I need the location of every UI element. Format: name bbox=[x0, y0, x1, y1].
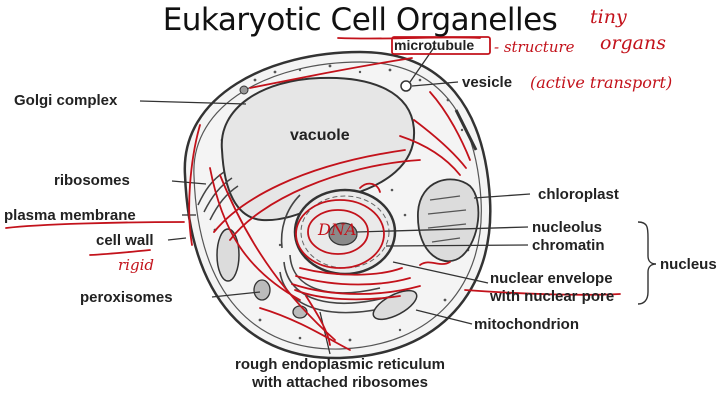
label-vesicle: vesicle bbox=[462, 74, 513, 91]
nucleus-bracket bbox=[637, 221, 657, 305]
note-dna: DNA bbox=[318, 220, 357, 239]
label-microtubule: microtubule bbox=[394, 37, 475, 53]
label-golgi-complex: Golgi complex bbox=[14, 92, 118, 109]
label-cell-wall: cell wall bbox=[96, 232, 154, 249]
vesicle-shape-2 bbox=[239, 85, 249, 95]
red-annotations bbox=[5, 36, 621, 351]
mitochondrion-left bbox=[216, 228, 240, 282]
note-rigid: rigid bbox=[118, 256, 154, 274]
label-chloroplast: chloroplast bbox=[538, 186, 619, 203]
chloroplast-thylakoids bbox=[427, 195, 467, 243]
note-organs: organs bbox=[600, 32, 666, 54]
label-chromatin: chromatin bbox=[532, 237, 605, 254]
label-peroxisomes: peroxisomes bbox=[80, 289, 173, 306]
chloroplast-shape bbox=[417, 178, 480, 262]
peroxisome-shape bbox=[253, 279, 271, 301]
label-nuclear-envelope-line1: nuclear envelope bbox=[490, 270, 613, 287]
nuclear-envelope-inner bbox=[300, 195, 390, 269]
label-rough-er-line2: with attached ribosomes bbox=[252, 374, 428, 391]
rough-er-shape bbox=[279, 194, 401, 314]
vesicle-shape bbox=[400, 80, 412, 92]
label-vacuole: vacuole bbox=[290, 127, 350, 144]
note-structure: - structure bbox=[494, 38, 575, 56]
label-mitochondrion: mitochondrion bbox=[474, 316, 579, 333]
microtubule-shape bbox=[454, 109, 478, 151]
nucleolus-shape bbox=[328, 222, 358, 246]
label-rough-er-line1: rough endoplasmic reticulum bbox=[234, 356, 446, 373]
label-plasma-membrane: plasma membrane bbox=[4, 207, 136, 224]
label-nucleolus: nucleolus bbox=[532, 219, 603, 236]
label-nucleus: nucleus bbox=[660, 256, 717, 273]
label-nuclear-envelope-line2: with nuclear pore bbox=[490, 288, 615, 305]
mitochondrion-shape bbox=[372, 289, 418, 321]
label-ribosomes: ribosomes bbox=[54, 172, 130, 189]
plasma-membrane-outline bbox=[193, 61, 482, 350]
note-tiny: tiny bbox=[590, 6, 627, 28]
note-active-transport: (active transport) bbox=[530, 73, 673, 92]
page-title: Eukaryotic Cell Organelles bbox=[162, 2, 558, 38]
